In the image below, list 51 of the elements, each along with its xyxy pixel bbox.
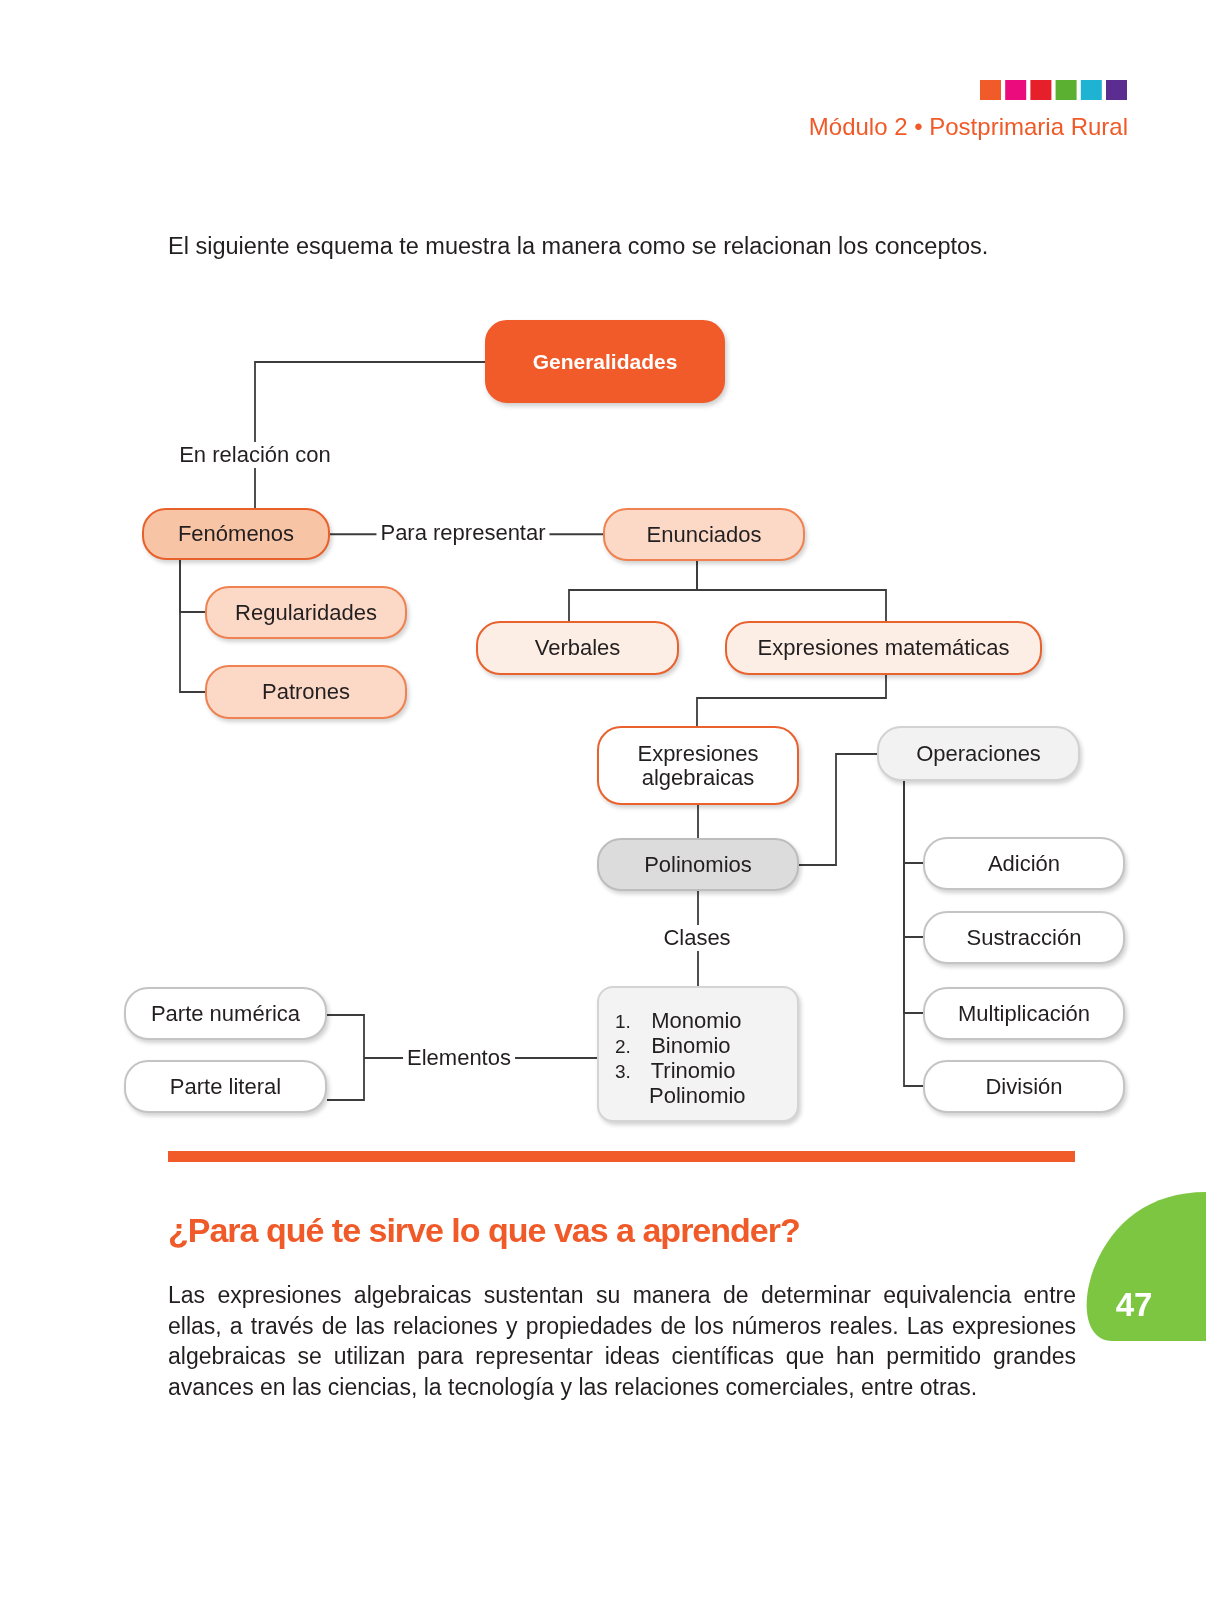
connector-line bbox=[254, 361, 486, 509]
concept-pill bbox=[205, 586, 407, 639]
connector-line bbox=[696, 674, 887, 727]
connector-line bbox=[798, 753, 878, 866]
node-label: Parte literal bbox=[169, 1074, 282, 1099]
concept-pill bbox=[725, 621, 1042, 675]
node-label: Regularidades bbox=[235, 600, 377, 625]
concept-pill bbox=[923, 1060, 1125, 1113]
list-item: 1. Monomio bbox=[615, 1009, 742, 1034]
concept-pill bbox=[124, 1060, 327, 1113]
connector-line bbox=[903, 780, 924, 1087]
concept-pill bbox=[476, 621, 679, 675]
node-label: Polinomios bbox=[644, 852, 752, 877]
concept-pill bbox=[923, 987, 1125, 1040]
connector-line bbox=[326, 1057, 365, 1101]
node-label: Patrones bbox=[261, 680, 351, 704]
node-label: Fenómenos bbox=[177, 522, 295, 546]
concept-pill bbox=[603, 508, 805, 561]
list-box bbox=[597, 986, 799, 1122]
running-header: Módulo 2 • Postprimaria Rural bbox=[807, 112, 1128, 142]
node-label: Sustracción bbox=[966, 925, 1082, 950]
topic-box bbox=[485, 320, 725, 403]
concept-pill bbox=[597, 726, 799, 805]
concept-pill bbox=[923, 911, 1125, 964]
concept-pill bbox=[923, 837, 1125, 890]
node-label: Verbales bbox=[534, 636, 621, 660]
intro-text: El siguiente esquema te muestra la manera como se relacionan los conceptos. bbox=[168, 232, 990, 260]
connector-line bbox=[696, 560, 887, 622]
node-label: Parte numérica bbox=[150, 1001, 301, 1026]
concept-pill bbox=[205, 665, 407, 719]
page-number: 47 bbox=[1114, 1285, 1154, 1325]
section-heading: ¿Para qué te sirve lo que vas a aprender? bbox=[168, 1210, 801, 1251]
concept-pill bbox=[124, 987, 327, 1040]
connector-line bbox=[179, 559, 206, 693]
concept-pill bbox=[142, 508, 330, 560]
node-label: Multiplicación bbox=[957, 1001, 1091, 1026]
connector-line bbox=[326, 1014, 365, 1059]
list-item: Polinomio bbox=[648, 1084, 746, 1108]
connector-line bbox=[697, 804, 699, 839]
node-label: Generalidades bbox=[532, 349, 678, 374]
node-label: Adición bbox=[987, 851, 1061, 876]
concept-pill bbox=[877, 726, 1080, 781]
node-label: División bbox=[985, 1074, 1063, 1099]
concept-pill bbox=[597, 838, 799, 891]
node-label: Expresiones matemáticas bbox=[757, 636, 1010, 660]
node-label: Expresiones algebraicas bbox=[636, 741, 760, 790]
node-label: Enunciados bbox=[646, 522, 762, 547]
node-label: Operaciones bbox=[916, 741, 1041, 766]
body-paragraph: Las expresiones algebraicas sustentan su manera de determinar equivalencia entre ellas, a través de las relaciones y propiedades de los números reales. Las expresiones algebraicas se utilizan para representar ideas científicas que han permitido grandes avances en las ciencias, la tecnología y las relaciones comerciales, entre otras. bbox=[168, 1281, 1076, 1402]
list-item: 2. Binomio bbox=[615, 1034, 731, 1059]
list-item: 3. Trinomio bbox=[615, 1059, 736, 1084]
